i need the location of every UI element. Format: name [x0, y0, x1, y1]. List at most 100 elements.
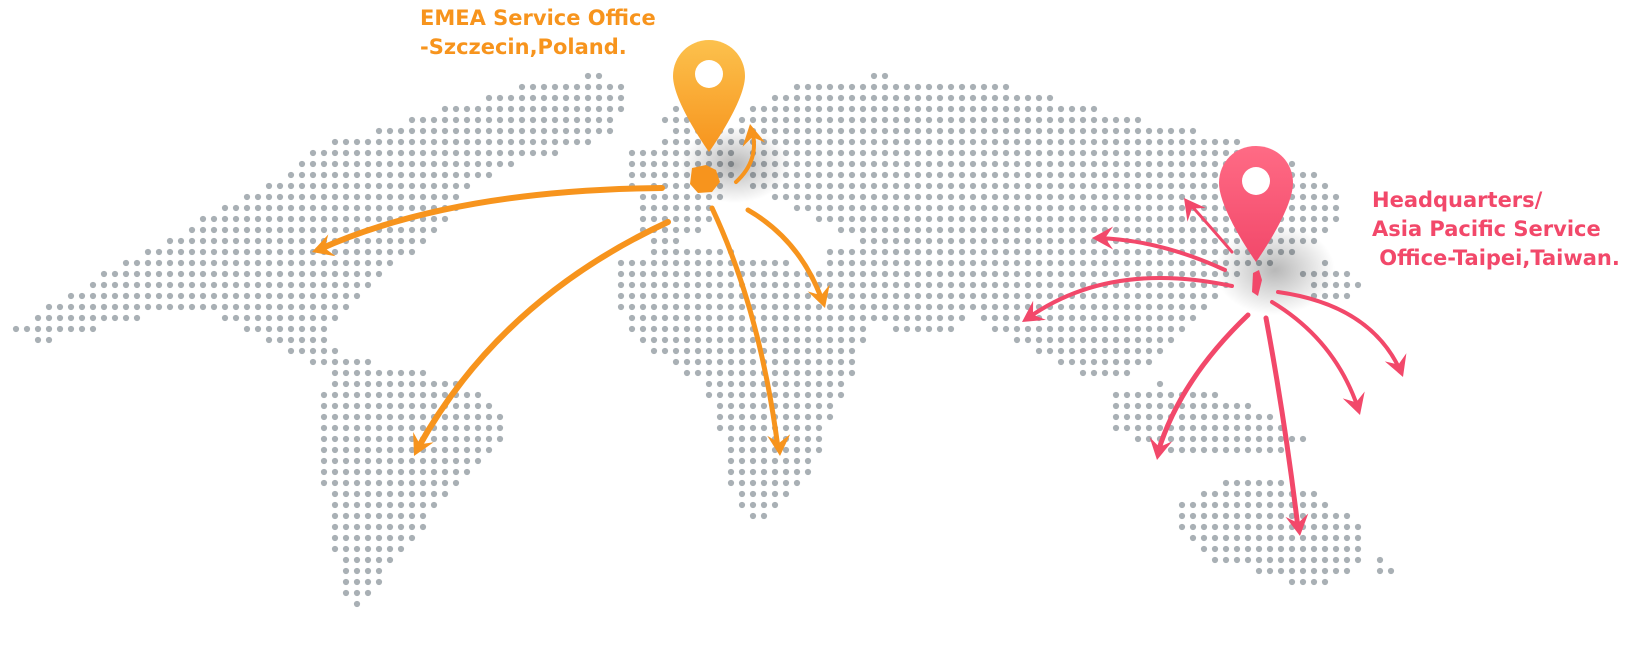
land-dot	[771, 325, 779, 333]
land-dot	[320, 204, 328, 212]
land-dot	[353, 424, 361, 432]
land-dot	[342, 391, 350, 399]
land-dot	[1024, 336, 1032, 344]
land-dot	[441, 127, 449, 135]
land-dot	[672, 171, 680, 179]
land-dot	[848, 347, 856, 355]
land-dot	[287, 259, 295, 267]
land-dot	[1200, 501, 1208, 509]
land-dot	[1002, 171, 1010, 179]
land-dot	[1145, 325, 1153, 333]
land-dot	[12, 325, 20, 333]
land-dot	[1200, 138, 1208, 146]
land-dot	[1222, 402, 1230, 410]
emea-shadow	[680, 127, 790, 203]
land-dot	[397, 512, 405, 520]
land-dot	[309, 259, 317, 267]
land-dot	[804, 446, 812, 454]
land-dot	[1134, 325, 1142, 333]
land-dot	[265, 292, 273, 300]
land-dot	[331, 182, 339, 190]
land-dot	[782, 281, 790, 289]
land-dot	[859, 226, 867, 234]
land-dot	[276, 281, 284, 289]
land-dot	[386, 490, 394, 498]
land-dot	[771, 457, 779, 465]
land-dot	[364, 545, 372, 553]
land-dot	[1035, 204, 1043, 212]
land-dot	[188, 303, 196, 311]
land-dot	[1343, 270, 1351, 278]
land-dot	[1167, 171, 1175, 179]
land-dot	[1156, 193, 1164, 201]
land-dot	[881, 83, 889, 91]
land-dot	[331, 358, 339, 366]
land-dot	[485, 402, 493, 410]
land-dot	[782, 479, 790, 487]
land-dot	[67, 292, 75, 300]
land-dot	[672, 116, 680, 124]
land-dot	[243, 215, 251, 223]
hq-arrow-australia	[1263, 315, 1301, 531]
land-dot	[958, 105, 966, 113]
land-dot	[650, 149, 658, 157]
land-dot	[661, 336, 669, 344]
land-dot	[529, 83, 537, 91]
land-dot	[265, 193, 273, 201]
land-dot	[991, 303, 999, 311]
land-dot	[1233, 556, 1241, 564]
land-dot	[56, 325, 64, 333]
land-dot	[650, 259, 658, 267]
land-dot	[749, 292, 757, 300]
land-dot	[694, 193, 702, 201]
land-dot	[452, 171, 460, 179]
land-dot	[980, 171, 988, 179]
land-dot	[1090, 248, 1098, 256]
land-dot	[936, 149, 944, 157]
land-dot	[1035, 149, 1043, 157]
land-dot	[1134, 303, 1142, 311]
land-dot	[661, 237, 669, 245]
land-dot	[210, 248, 218, 256]
land-dot	[430, 215, 438, 223]
land-dot	[793, 413, 801, 421]
land-dot	[441, 171, 449, 179]
land-dot	[1233, 512, 1241, 520]
land-dot	[342, 457, 350, 465]
land-dot	[287, 281, 295, 289]
land-dot	[925, 83, 933, 91]
land-dot	[1068, 171, 1076, 179]
land-dot	[386, 160, 394, 168]
land-dot	[958, 270, 966, 278]
land-dot	[1068, 270, 1076, 278]
land-dot	[815, 413, 823, 421]
land-dot	[1112, 160, 1120, 168]
land-dot	[826, 292, 834, 300]
land-dot	[331, 391, 339, 399]
land-dot	[408, 402, 416, 410]
land-dot	[749, 336, 757, 344]
land-dot	[155, 281, 163, 289]
land-dot	[430, 380, 438, 388]
land-dot	[353, 358, 361, 366]
land-dot	[441, 435, 449, 443]
land-dot	[364, 468, 372, 476]
land-dot	[1343, 292, 1351, 300]
land-dot	[1178, 259, 1186, 267]
land-dot	[144, 303, 152, 311]
land-dot	[1024, 193, 1032, 201]
land-dot	[694, 204, 702, 212]
land-dot	[694, 336, 702, 344]
land-dot	[364, 578, 372, 586]
land-dot	[386, 226, 394, 234]
land-dot	[1057, 336, 1065, 344]
land-dot	[408, 391, 416, 399]
land-dot	[518, 116, 526, 124]
land-dot	[496, 435, 504, 443]
land-dot	[364, 589, 372, 597]
land-dot	[661, 204, 669, 212]
land-dot	[870, 270, 878, 278]
land-dot	[1189, 127, 1197, 135]
land-dot	[1112, 413, 1120, 421]
land-dot	[606, 127, 614, 135]
